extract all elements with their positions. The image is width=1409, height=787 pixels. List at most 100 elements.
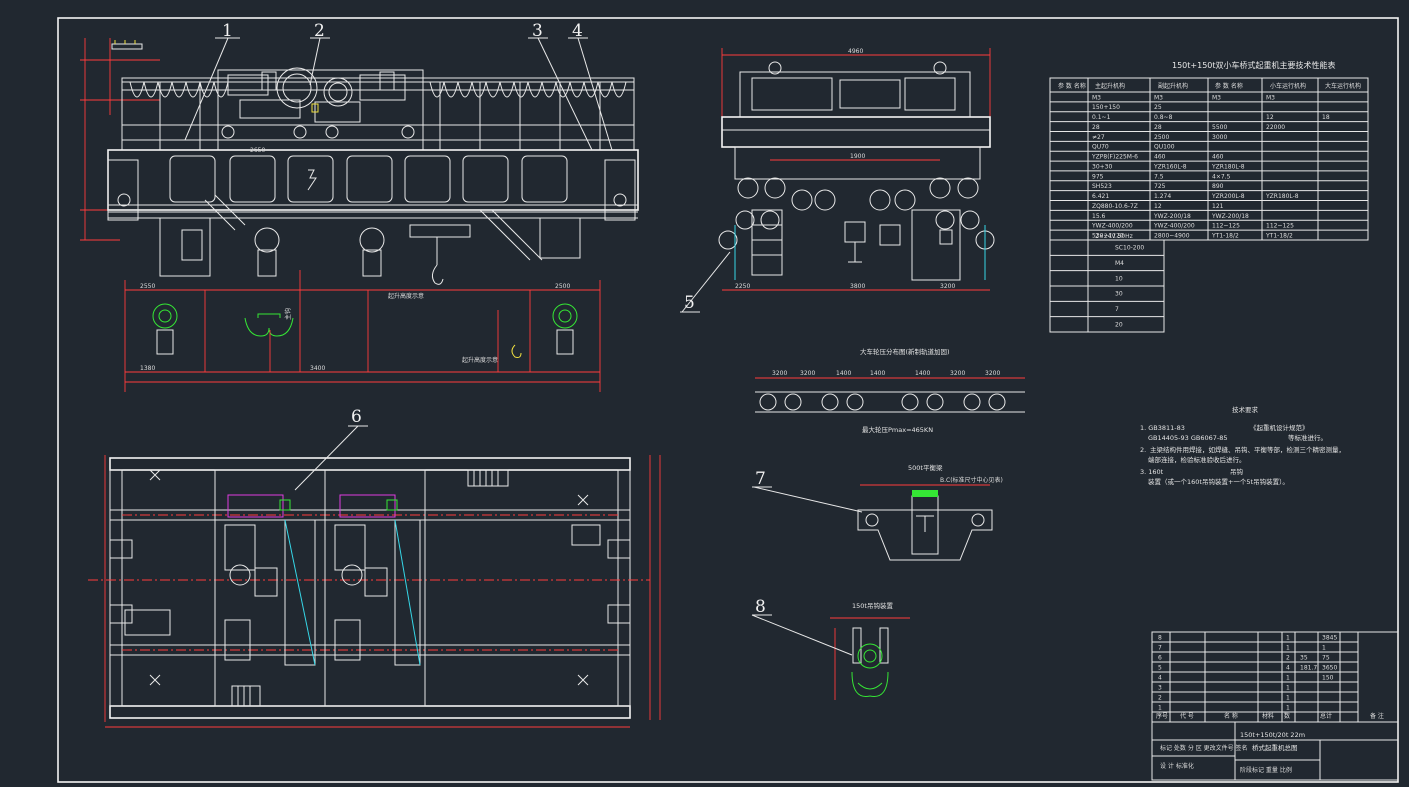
spec-cell: 22000	[1266, 124, 1285, 131]
balance-beam-detail: 500t平衡梁 B.C(标准尺寸中心见表)	[857, 463, 1003, 561]
parts-cell: 2	[1158, 695, 1162, 702]
spec-cell: 975	[1092, 173, 1104, 180]
spec-cell: 150+150	[1092, 104, 1120, 111]
spec-cell: ZQ880-10.6-7Z	[1092, 203, 1138, 210]
spec-cell: 4×7.5	[1212, 173, 1231, 180]
svg-text:B.C(标准尺寸中心见表): B.C(标准尺寸中心见表)	[940, 476, 1003, 484]
svg-text:设 计 标准化: 设 计 标准化	[1160, 762, 1194, 770]
svg-text:大车运行机构: 大车运行机构	[1325, 82, 1361, 90]
spec-cell: YZR200L-8	[1211, 193, 1245, 200]
hook-assembly-detail: 150t吊钩装置	[830, 601, 910, 700]
spec-cell: YT1-18/2	[1265, 233, 1293, 240]
technical-notes: 技术要求 1. GB3811-83 《起重机设计规范》 GB14405-93 G…	[1140, 405, 1345, 486]
spec-cell: YWZ-400/200	[1153, 223, 1195, 230]
part-label-7: 7	[755, 469, 766, 489]
rail-dim: 3200	[950, 370, 965, 377]
spec-cell: 460	[1212, 154, 1224, 161]
parts-cell: 1	[1286, 635, 1290, 642]
svg-text:总计: 总计	[1320, 712, 1332, 720]
part-label-5: 5	[684, 293, 695, 313]
title-block: 150t+150t/20t 22m 桥式起重机总图 标记 处数 分 区 更改文件…	[1151, 721, 1399, 781]
svg-text:500t平衡梁: 500t平衡梁	[908, 463, 943, 472]
side-dim: 4960	[848, 48, 863, 55]
spec-cell: 1.274	[1154, 193, 1171, 200]
svg-text:主钩: 主钩	[284, 308, 292, 320]
part-label-4: 4	[572, 21, 583, 41]
svg-text:起升高度示意: 起升高度示意	[462, 356, 498, 364]
spec-cell: 12	[1266, 114, 1274, 121]
spec-cell: SH523	[1092, 183, 1112, 190]
side-dim: 3200	[940, 283, 955, 290]
rail-dim: 1400	[836, 370, 851, 377]
parts-cell: 4	[1158, 675, 1162, 682]
spec-cell: 0.8~8	[1154, 114, 1173, 121]
svg-text:技术要求: 技术要求	[1232, 405, 1259, 414]
spec-cell: 2800~4900	[1154, 233, 1190, 240]
drawing-frame	[57, 17, 1399, 783]
parts-cell: 1	[1286, 675, 1290, 682]
svg-text:阶段标记 重量 比例: 阶段标记 重量 比例	[1240, 766, 1292, 774]
rail-dim: 3200	[800, 370, 815, 377]
spec-cell: 2500	[1154, 134, 1169, 141]
spec-cell: M3	[1212, 94, 1221, 101]
spec-cell: YWZ-400/200	[1091, 223, 1133, 230]
parts-cell: 35	[1300, 655, 1308, 662]
spec-cell: YZR160L-8	[1153, 163, 1187, 170]
spec-cell: YZP8(F)225M-6	[1091, 154, 1138, 161]
dim-label: 2650	[250, 147, 265, 154]
parts-cell: 2	[1286, 655, 1290, 662]
spec-cell: YWZ-200/18	[1153, 213, 1191, 220]
wheel-pressure-diagram: 大车轮压分布图(新制轨道加固) 3200 3200 1400 1400 1400…	[755, 347, 1025, 434]
spec-cell: 18	[1322, 114, 1330, 121]
spec-cell: 5500	[1212, 124, 1227, 131]
svg-text:副起升机构: 副起升机构	[1158, 82, 1188, 90]
power-stamp: 2×24V 50Hz	[1095, 233, 1133, 240]
spec-cell: QU70	[1092, 144, 1109, 151]
part-label-1: 1	[222, 21, 233, 41]
side-dim: 2250	[735, 283, 750, 290]
spec-cell: M3	[1092, 94, 1101, 101]
svg-text:主起升机构: 主起升机构	[1095, 82, 1125, 90]
note-line: 3. 160t	[1140, 468, 1164, 476]
rail-dim: 1400	[870, 370, 885, 377]
svg-text:标记 处数 分 区 更改文件号 签名: 标记 处数 分 区 更改文件号 签名	[1160, 744, 1248, 752]
svg-text:参 数 名称: 参 数 名称	[1058, 82, 1086, 90]
dim-label: 2550	[140, 283, 155, 290]
parts-cell: 3650	[1322, 665, 1337, 672]
spec-lower-cell: M4	[1115, 260, 1124, 267]
plan-view	[88, 455, 661, 728]
parts-cell: 181.7	[1300, 665, 1317, 672]
part-label-2: 2	[314, 21, 325, 41]
spec-cell: 28	[1154, 124, 1162, 131]
spec-cell: ≠27	[1092, 134, 1105, 141]
spec-cell: 890	[1212, 183, 1224, 190]
spec-cell: 112~125	[1266, 223, 1294, 230]
parts-cell: 1	[1286, 685, 1290, 692]
spec-cell: 112~125	[1212, 223, 1240, 230]
note-line: GB14405-93 GB6067-85	[1148, 434, 1228, 442]
svg-text:名 称: 名 称	[1224, 712, 1238, 720]
part-leaders: 1 2 3 4	[184, 21, 613, 151]
spec-cell: 28	[1092, 124, 1100, 131]
svg-text:端部连接，检验标准验收后进行。: 端部连接，检验标准验收后进行。	[1148, 455, 1246, 464]
svg-text:《起重机设计规范》: 《起重机设计规范》	[1250, 423, 1309, 432]
side-dim: 1900	[850, 153, 865, 160]
handrail	[121, 82, 635, 150]
svg-text:参 数 名称: 参 数 名称	[1215, 82, 1243, 90]
parts-cell: 5	[1158, 665, 1162, 672]
hook-blocks	[152, 224, 578, 358]
parts-cell: 6	[1158, 655, 1162, 662]
svg-text:主梁结构件用焊接，如焊缝、吊钩、平衡等部，检测三个精密测量，: 主梁结构件用焊接，如焊缝、吊钩、平衡等部，检测三个精密测量，	[1150, 445, 1345, 454]
spec-lower-cell: 30	[1115, 291, 1123, 298]
plan-hatches	[124, 469, 601, 707]
note-line: 2.	[1140, 446, 1146, 454]
parts-cell: 1	[1286, 705, 1290, 712]
parts-cell: 150	[1322, 675, 1334, 682]
spec-cell: 7.5	[1154, 173, 1164, 180]
part-label-8: 8	[755, 597, 766, 617]
spec-cell: QU100	[1154, 144, 1175, 151]
parts-cell: 1	[1158, 705, 1162, 712]
